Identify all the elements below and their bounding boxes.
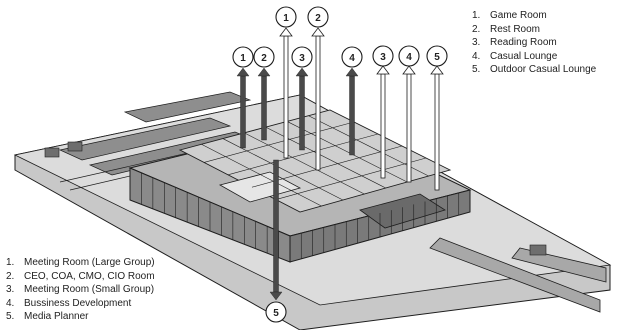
legend-room-item-3: 3. Reading Room bbox=[472, 36, 596, 50]
arrow-light-3 bbox=[376, 65, 390, 179]
legend-office-item-number: 4. bbox=[6, 297, 15, 309]
marker-room-2: 2 bbox=[307, 6, 329, 28]
legend-room-item-label: Casual Lounge bbox=[490, 50, 558, 62]
marker-office-4: 4 bbox=[341, 46, 363, 68]
legend-office-item-1: 1. Meeting Room (Large Group) bbox=[6, 256, 155, 270]
legend-offices-list: 1. Meeting Room (Large Group) 2. CEO, COA, … bbox=[6, 256, 155, 324]
legend-room-item-number: 3. bbox=[472, 37, 481, 48]
interior-wall bbox=[244, 132, 365, 195]
legend-room-item-1: 1. Game Room bbox=[472, 9, 596, 23]
marker-room-5-label: 5 bbox=[434, 52, 440, 63]
legend-office-item-label: Media Planner bbox=[24, 311, 89, 322]
marker-room-3: 3 bbox=[372, 45, 394, 67]
legend-office-item-4: 4. Bussiness Development bbox=[6, 297, 155, 311]
marker-office-3-label: 3 bbox=[299, 53, 305, 64]
marker-office-2: 2 bbox=[253, 46, 275, 68]
marker-office-2-label: 2 bbox=[261, 53, 267, 64]
arrow-dark-1 bbox=[236, 67, 250, 149]
legend-offices: 1. Meeting Room (Large Group) 2. CEO, COA, … bbox=[6, 256, 155, 324]
marker-office-1: 1 bbox=[232, 46, 254, 68]
legend-office-item-2: 2. CEO, COA, CMO, CIO Room bbox=[6, 270, 155, 284]
marker-room-5: 5 bbox=[426, 45, 448, 67]
callout-arrows bbox=[236, 27, 444, 301]
arrow-dark-4 bbox=[345, 67, 359, 156]
arrow-light-4 bbox=[402, 65, 416, 183]
interior-wall bbox=[222, 138, 343, 201]
legend-office-item-number: 3. bbox=[6, 284, 15, 295]
legend-office-item-5: 5. Media Planner bbox=[6, 310, 155, 324]
arrow-dark-5 bbox=[269, 159, 283, 301]
marker-room-1: 1 bbox=[275, 6, 297, 28]
legend-office-item-label: CEO, COA, CMO, CIO Room bbox=[24, 270, 155, 282]
interior-wall bbox=[201, 144, 322, 207]
legend-room-item-label: Rest Room bbox=[490, 23, 541, 35]
legend-room-item-4: 4. Casual Lounge bbox=[472, 50, 596, 64]
legend-rooms-list: 1. Game Room 2. Rest Room 3. Reading Room 4. Ca… bbox=[472, 9, 596, 77]
legend-room-item-2: 2. Rest Room bbox=[472, 23, 596, 37]
access-roads bbox=[429, 237, 607, 313]
marker-room-4: 4 bbox=[398, 45, 420, 67]
legend-office-item-label: Meeting Room (Large Group) bbox=[24, 257, 155, 268]
legend-rooms: 1. Game Room 2. Rest Room 3. Reading Room 4. Ca… bbox=[472, 9, 596, 77]
marker-room-4-label: 4 bbox=[406, 52, 412, 63]
legend-office-item-number: 1. bbox=[6, 257, 15, 268]
legend-room-item-number: 5. bbox=[472, 64, 481, 75]
legend-office-item-label: Meeting Room (Small Group) bbox=[24, 284, 155, 295]
legend-room-item-number: 4. bbox=[472, 50, 481, 62]
marker-office-3: 3 bbox=[291, 46, 313, 68]
legend-office-item-3: 3. Meeting Room (Small Group) bbox=[6, 283, 155, 297]
legend-room-item-label: Reading Room bbox=[490, 37, 557, 48]
marker-room-2-label: 2 bbox=[315, 13, 321, 24]
marker-office-5-label: 5 bbox=[273, 308, 279, 319]
arrow-dark-2 bbox=[257, 67, 271, 141]
marker-room-1-label: 1 bbox=[283, 13, 289, 24]
interior-wall bbox=[203, 121, 355, 163]
legend-room-item-5: 5. Outdoor Casual Lounge bbox=[472, 63, 596, 77]
interior-wall bbox=[287, 121, 408, 183]
arrow-light-2 bbox=[311, 27, 325, 171]
marker-office-1-label: 1 bbox=[240, 53, 246, 64]
legend-room-item-label: Game Room bbox=[490, 10, 547, 21]
legend-office-item-number: 2. bbox=[6, 270, 15, 282]
vehicles bbox=[44, 141, 547, 256]
marker-room-3-label: 3 bbox=[380, 52, 386, 63]
legend-room-item-number: 2. bbox=[472, 23, 481, 35]
legend-office-item-label: Bussiness Development bbox=[24, 297, 132, 309]
arrow-dark-3 bbox=[295, 67, 309, 151]
marker-office-4-label: 4 bbox=[349, 53, 355, 64]
marker-office-5: 5 bbox=[265, 301, 287, 323]
callout-markers: 1 2 3 4 5 1 2 3 4 5 bbox=[232, 6, 448, 323]
interior-wall bbox=[275, 157, 427, 200]
arrow-light-1 bbox=[279, 27, 293, 159]
arrow-light-5 bbox=[430, 65, 444, 191]
legend-office-item-number: 5. bbox=[6, 311, 15, 322]
legend-room-item-label: Outdoor Casual Lounge bbox=[490, 64, 597, 75]
legend-room-item-number: 1. bbox=[472, 10, 481, 21]
